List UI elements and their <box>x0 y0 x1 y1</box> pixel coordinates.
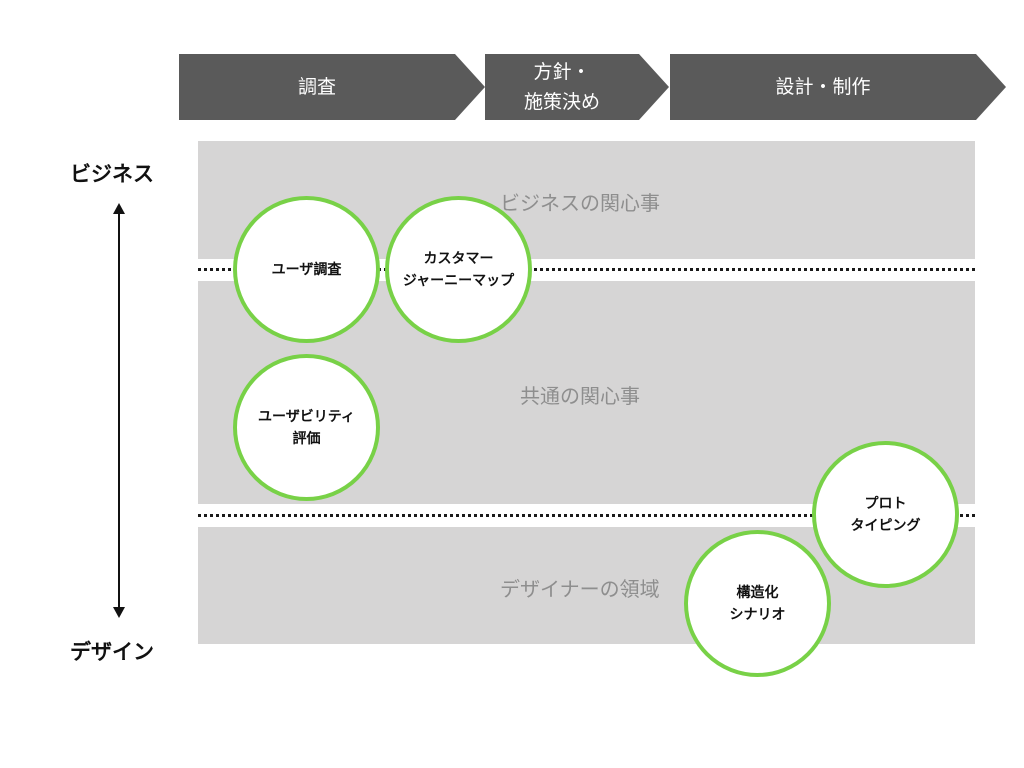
activity-label: 構造化 シナリオ <box>729 584 786 623</box>
activity-customer-journey-map: カスタマー ジャーニーマップ <box>385 196 532 343</box>
arrow-up-icon <box>113 203 125 214</box>
activity-label: カスタマー ジャーニーマップ <box>402 250 515 289</box>
band-label-business: ビジネスの関心事 <box>500 191 660 215</box>
phase-label-research: 調査 <box>297 76 336 98</box>
axis-label-design: デザイン <box>70 640 154 664</box>
activity-structured-scenario: 構造化 シナリオ <box>684 530 831 677</box>
band-label-common: 共通の関心事 <box>520 384 640 408</box>
activity-label: ユーザビリティ 評価 <box>258 408 355 447</box>
separator-lower <box>198 514 975 517</box>
phase-label-policy: 方針・ 施策決め <box>523 61 600 113</box>
axis-label-business: ビジネス <box>70 162 154 186</box>
separator-upper <box>198 268 975 271</box>
phase-arrow-policy <box>485 54 669 120</box>
band-label-designer: デザイナーの領域 <box>500 577 660 601</box>
activity-label: ユーザ調査 <box>271 261 342 278</box>
arrow-down-icon <box>113 607 125 618</box>
phase-arrow-research <box>179 54 485 120</box>
axis-line <box>118 212 120 610</box>
activity-user-research: ユーザ調査 <box>233 196 380 343</box>
activity-prototyping: プロト タイピング <box>812 441 959 588</box>
activity-usability-evaluation: ユーザビリティ 評価 <box>233 354 380 501</box>
phase-arrow-design <box>670 54 1006 120</box>
phase-label-design: 設計・制作 <box>775 76 871 98</box>
activity-label: プロト タイピング <box>850 495 921 534</box>
